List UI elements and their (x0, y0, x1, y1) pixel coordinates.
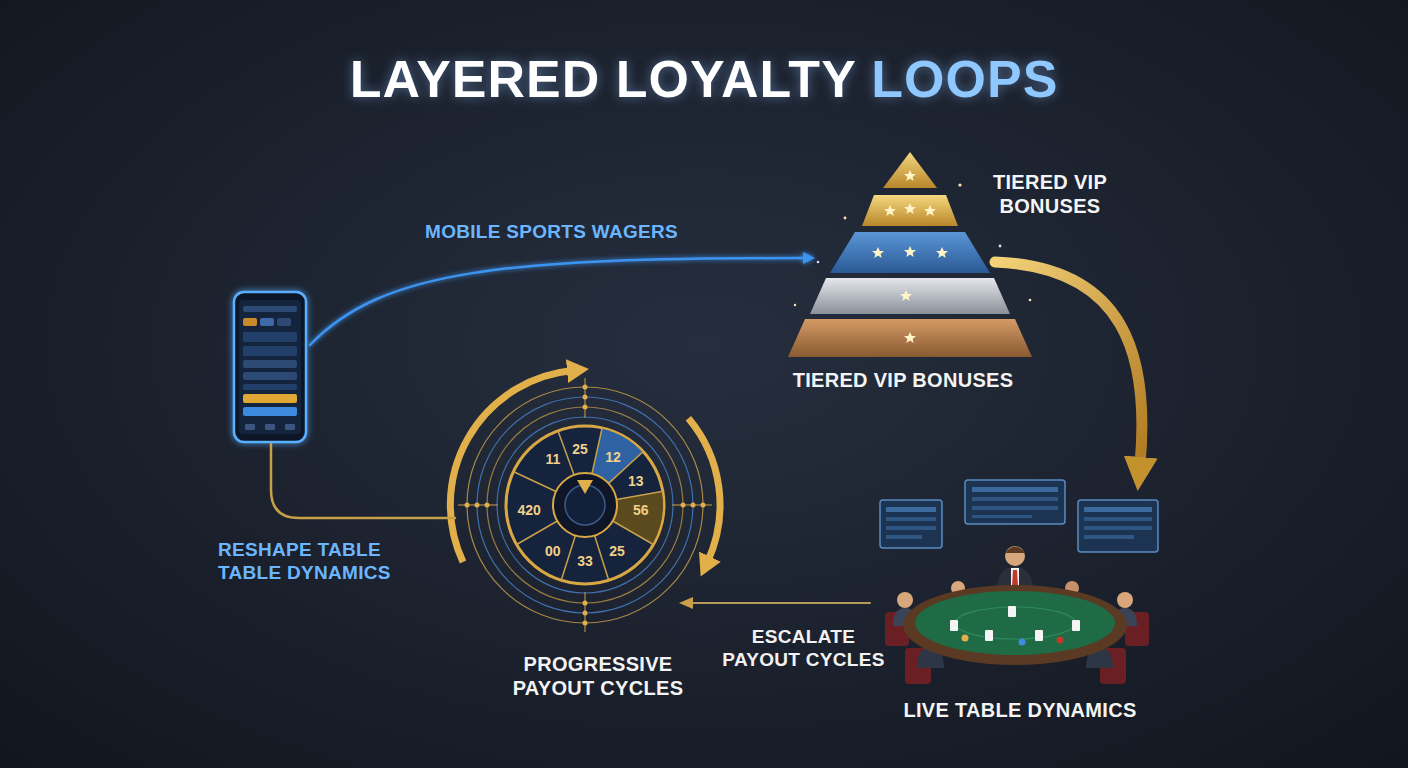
pyramid-tier (830, 232, 990, 273)
wheel-number: 00 (545, 543, 561, 559)
wheel-number: 25 (572, 441, 588, 457)
connector-arrow (995, 262, 1142, 465)
diagram-title: LAYERED LOYALTY LOOPS (350, 48, 1059, 110)
phone-illustration (234, 292, 306, 442)
phone-body (234, 292, 306, 442)
pyramid-tier (883, 152, 937, 188)
screen (1078, 500, 1158, 552)
table-felt (915, 591, 1115, 655)
wheel-ring (467, 387, 703, 623)
connector-arrow (310, 258, 805, 345)
node-label: PROGRESSIVE PAYOUT CYCLES (503, 652, 693, 700)
wheel-ring (497, 417, 673, 593)
screen (880, 500, 942, 548)
pyramid-tier (810, 278, 1010, 314)
rotation-arrow (688, 418, 720, 562)
payout-wheel (450, 371, 720, 633)
connector-arrow (271, 444, 455, 518)
phone-node (232, 290, 310, 444)
wheel-number: 11 (545, 451, 560, 467)
phone-screen (239, 300, 301, 434)
wheel-number: 13 (628, 473, 644, 489)
wheel-number: 420 (518, 502, 541, 518)
wheel-pointer (577, 480, 593, 494)
wheel-node: 1125121356253300420PROGRESSIVE PAYOUT CY… (450, 370, 720, 640)
edge-label: RESHAPE TABLE TABLE DYNAMICS (218, 538, 418, 584)
players (885, 581, 1149, 684)
wheel-number: 33 (577, 553, 593, 569)
screen (965, 480, 1065, 524)
wheel-ring (477, 397, 693, 613)
pyramid-tier (862, 195, 958, 226)
wheel-disc (506, 426, 664, 584)
edge-label: MOBILE SPORTS WAGERS (425, 220, 745, 243)
node-label: TIERED VIP BONUSES (773, 368, 1033, 392)
wheel-number: 56 (633, 502, 649, 518)
pyramid-tier (788, 319, 1032, 357)
table-node: LIVE TABLE DYNAMICS (870, 485, 1160, 695)
edge-label: ESCALATE PAYOUT CYCLES (716, 625, 891, 671)
wheel-number: 12 (605, 449, 621, 465)
live-table-illustration (880, 480, 1158, 684)
rotation-arrow (450, 371, 573, 563)
wheel-ring (487, 407, 683, 603)
connector-arrow (691, 602, 870, 604)
node-label: LIVE TABLE DYNAMICS (875, 698, 1165, 722)
pyramid-node: TIERED VIP BONUSESTIERED VIP BONUSES (790, 150, 1030, 358)
wheel-number: 25 (609, 543, 625, 559)
table-rim (903, 585, 1127, 665)
wheel-hub (553, 473, 617, 537)
node-label: TIERED VIP BONUSES (982, 170, 1118, 218)
